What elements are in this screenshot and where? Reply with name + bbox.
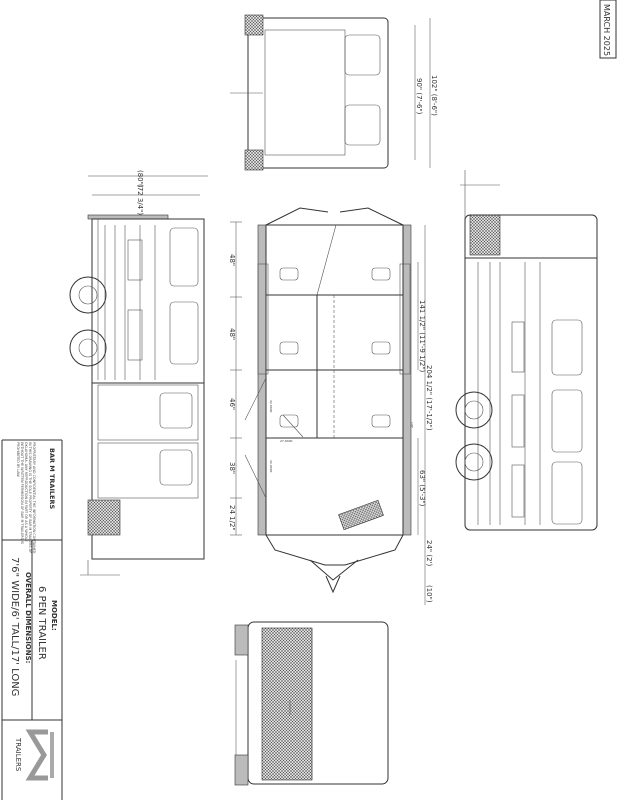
confidential-notice: PROPRIETARY AND CONFIDENTIAL THE INFORMA… [16, 442, 36, 554]
company-name: BAR M TRAILERS [48, 448, 56, 509]
dimensions-label: OVERALL DIMENSIONS: [24, 572, 32, 664]
dim-door-1: 32.0000 [269, 400, 273, 412]
dim-door-2: 27.0000 [280, 439, 292, 443]
model-value: 6 PEN TRAILER [36, 586, 47, 660]
date-stamp: MARCH 2025 [602, 4, 611, 56]
drawing-border [1, 439, 63, 800]
dim-door-3: 32.0000 [269, 460, 273, 472]
top-view [230, 14, 431, 171]
date-stamp-box [599, 0, 617, 59]
left-side-view [69, 175, 208, 576]
dim-tongue: 24" (2') [425, 540, 433, 566]
dim-coupler: (10") [425, 585, 433, 603]
svg-text:TRAILERS: TRAILERS [14, 737, 22, 772]
dim-pen-2: 48" [228, 328, 236, 340]
model-label: MODEL: [50, 600, 58, 631]
bar-m-logo: TRAILERS [14, 729, 54, 781]
dim-top-inner-width: 90" (7'-6") [415, 78, 423, 115]
rear-view [234, 621, 389, 786]
dim-pen-3: 46" [228, 398, 236, 410]
dim-front-section: 63" (5'-3") [418, 470, 426, 507]
right-side-view [455, 170, 598, 531]
dim-side-height-inner: (72 3/4") [136, 184, 144, 215]
dimensions-value: 7'6" WIDE/6' TALL/17' LONG [9, 557, 20, 696]
dim-overall-length: 204 1/2" (17'-1/2") [425, 365, 433, 431]
dim-pen-1: 48" [228, 254, 236, 266]
dim-pen-4: 38" [228, 462, 236, 474]
dim-box-length: 141 1/2" (11'-9 1/2") [418, 300, 426, 373]
dim-top-outer-width: 102" (8'-6") [430, 75, 438, 116]
dim-nose: 24 1/2" [228, 505, 236, 531]
plan-view [230, 207, 426, 605]
dim-gap: 1/8" [410, 422, 414, 429]
dim-side-height-outer-label: (80") [136, 170, 144, 188]
